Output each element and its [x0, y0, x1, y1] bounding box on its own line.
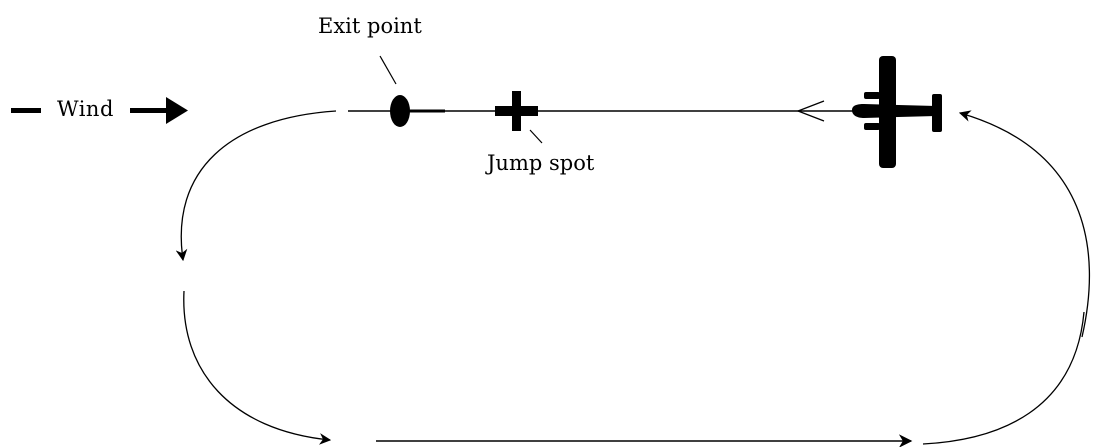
wind-label: Wind	[57, 97, 114, 121]
return-arc-right	[958, 110, 1091, 338]
jump-spot-cross-icon	[495, 91, 538, 131]
exit-point-marker-icon	[390, 95, 410, 127]
turn-arc-upper-left	[175, 110, 337, 262]
run-direction-chevron-icon	[796, 100, 825, 122]
turn-arc-lower-left	[183, 290, 332, 445]
wind-arrow-head-icon	[166, 97, 188, 124]
wind-dash	[11, 108, 41, 113]
turn-arc-lower-right	[922, 311, 1085, 445]
airplane-icon	[852, 56, 942, 168]
wind-indicator	[11, 97, 188, 124]
wind-arrow-shaft	[130, 108, 168, 113]
jump-spot-label: Jump spot	[487, 151, 595, 175]
jump-spot-leader	[529, 129, 543, 144]
exit-point-leader	[379, 55, 397, 85]
exit-point-label: Exit point	[318, 14, 422, 38]
